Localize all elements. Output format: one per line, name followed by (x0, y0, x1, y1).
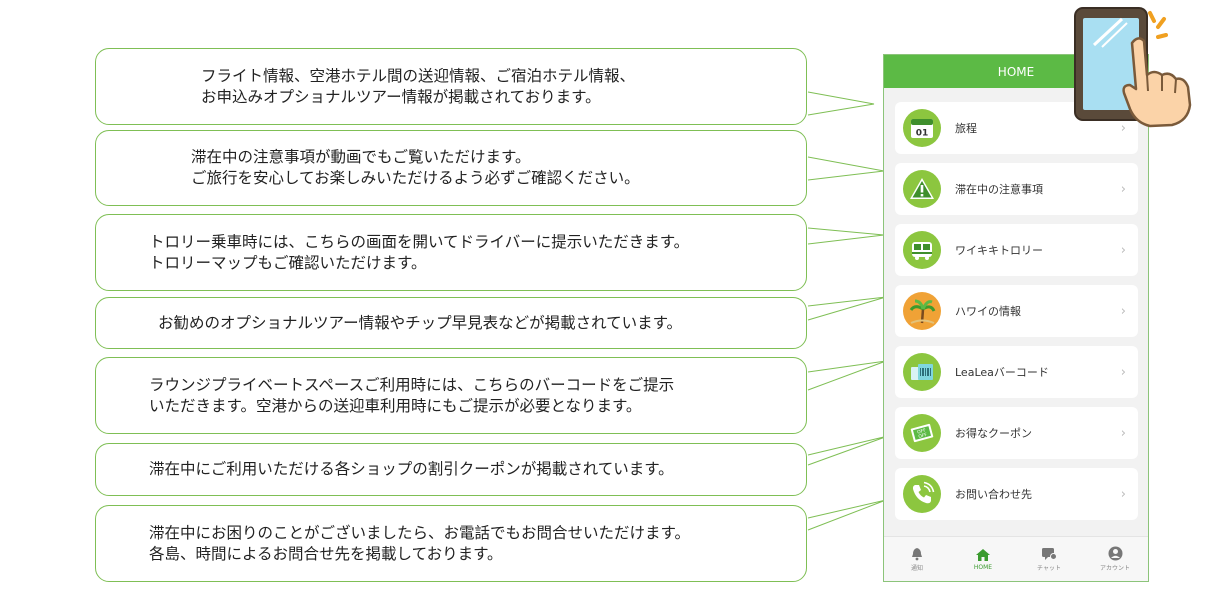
bottom-tab-bar: 通知 HOME チャット アカウント (884, 536, 1148, 581)
callout-text: 各島、時間によるお問合せ先を掲載しております。 (149, 544, 503, 563)
menu-item-label: お得なクーポン (955, 427, 1032, 440)
tab-label: 通知 (910, 564, 923, 572)
phone-call-icon (903, 475, 941, 513)
callout-trolley: トロリー乗車時には、こちらの画面を開いてドライバーに提示いただきます。 トロリー… (95, 214, 807, 291)
chevron-right-icon: › (1120, 364, 1126, 380)
tab-notifications[interactable]: 通知 (884, 537, 950, 581)
tab-account[interactable]: アカウント (1082, 537, 1148, 581)
connector-7 (807, 499, 887, 531)
callout-itinerary: フライト情報、空港ホテル間の送迎情報、ご宿泊ホテル情報、 お申込みオプショナルツ… (95, 48, 807, 125)
chevron-right-icon: › (1120, 425, 1126, 441)
menu-item-contact[interactable]: お問い合わせ先 › (895, 468, 1138, 520)
callout-text: ラウンジプライベートスペースご利用時には、こちらのバーコードをご提示 (149, 375, 675, 394)
connector-5 (807, 360, 887, 391)
menu-item-precautions[interactable]: 滞在中の注意事項 › (895, 163, 1138, 215)
calendar-day: 01 (916, 129, 929, 139)
warning-icon (903, 170, 941, 208)
menu-item-label: 旅程 (955, 122, 977, 135)
phone-screen: HOME 01 旅程 › 滞在中の注意事項 › (883, 54, 1149, 582)
tab-label: HOME (973, 563, 993, 571)
calendar-icon: 01 (903, 109, 941, 147)
trolley-icon (903, 231, 941, 269)
barcode-icon (903, 353, 941, 391)
callout-text: トロリーマップもご確認いただけます。 (149, 253, 427, 272)
bell-icon (912, 547, 922, 560)
chevron-right-icon: › (1120, 181, 1126, 197)
callout-text: ご旅行を安心してお楽しみいただけるよう必ずご確認ください。 (191, 169, 640, 187)
menu-item-coupon[interactable]: OFF OFF お得なクーポン › (895, 407, 1138, 459)
callout-precautions: 滞在中の注意事項が動画でもご覧いただけます。 ご旅行を安心してお楽しみいただける… (95, 130, 807, 206)
hand-tapping-phone-icon (1074, 7, 1192, 128)
menu-item-label: LeaLeaバーコード (955, 366, 1049, 379)
chevron-right-icon: › (1120, 486, 1126, 502)
callout-text: 滞在中の注意事項が動画でもご覧いただけます。 (191, 148, 531, 166)
menu-item-label: お問い合わせ先 (955, 488, 1032, 501)
callout-text: フライト情報、空港ホテル間の送迎情報、ご宿泊ホテル情報、 (201, 66, 636, 85)
callout-text: お申込みオプショナルツアー情報が掲載されております。 (201, 87, 601, 106)
connector-6 (807, 435, 889, 466)
coupon-text: OFF (918, 432, 928, 440)
menu-item-barcode[interactable]: LeaLeaバーコード › (895, 346, 1138, 398)
callout-text: 滞在中にご利用いただける各ショップの割引クーポンが掲載されています。 (149, 460, 674, 478)
connector-2 (807, 156, 885, 181)
chat-icon (1042, 547, 1057, 560)
callout-text: トロリー乗車時には、こちらの画面を開いてドライバーに提示いただきます。 (149, 232, 690, 251)
menu-item-hawaii-info[interactable]: ハワイの情報 › (895, 285, 1138, 337)
callout-coupon: 滞在中にご利用いただける各ショップの割引クーポンが掲載されています。 (95, 443, 807, 496)
menu-item-label: ワイキキトロリー (955, 244, 1043, 257)
home-icon (976, 548, 990, 561)
connector-4 (807, 296, 887, 321)
coupon-text: OFF (917, 427, 927, 435)
callout-text: 滞在中にお困りのことがございましたら、お電話でもお問合せいただけます。 (149, 523, 690, 542)
account-icon (1108, 546, 1122, 561)
callout-barcode: ラウンジプライベートスペースご利用時には、こちらのバーコードをご提示 いただきま… (95, 357, 807, 434)
menu-item-trolley[interactable]: ワイキキトロリー › (895, 224, 1138, 276)
tab-label: アカウント (1099, 565, 1130, 572)
menu-item-label: 滞在中の注意事項 (955, 183, 1043, 196)
tab-chat[interactable]: チャット (1016, 537, 1082, 581)
connector-1 (807, 91, 875, 116)
callout-contact: 滞在中にお困りのことがございましたら、お電話でもお問合せいただけます。 各島、時… (95, 505, 807, 582)
page-title: HOME (997, 64, 1035, 79)
palm-tree-icon (903, 292, 941, 330)
callout-text: いただきます。空港からの送迎車利用時にもご提示が必要となります。 (149, 396, 642, 415)
chevron-right-icon: › (1120, 303, 1126, 319)
callout-text: お勧めのオプショナルツアー情報やチップ早見表などが掲載されています。 (158, 313, 683, 332)
chevron-right-icon: › (1120, 242, 1126, 258)
connector-3 (807, 227, 885, 245)
coupon-icon: OFF OFF (903, 414, 941, 452)
tab-home[interactable]: HOME (950, 537, 1016, 581)
callout-hawaii-info: お勧めのオプショナルツアー情報やチップ早見表などが掲載されています。 (95, 297, 807, 349)
chevron-right-icon: › (1120, 120, 1126, 136)
menu-item-label: ハワイの情報 (955, 305, 1021, 318)
tab-label: チャット (1037, 564, 1061, 572)
